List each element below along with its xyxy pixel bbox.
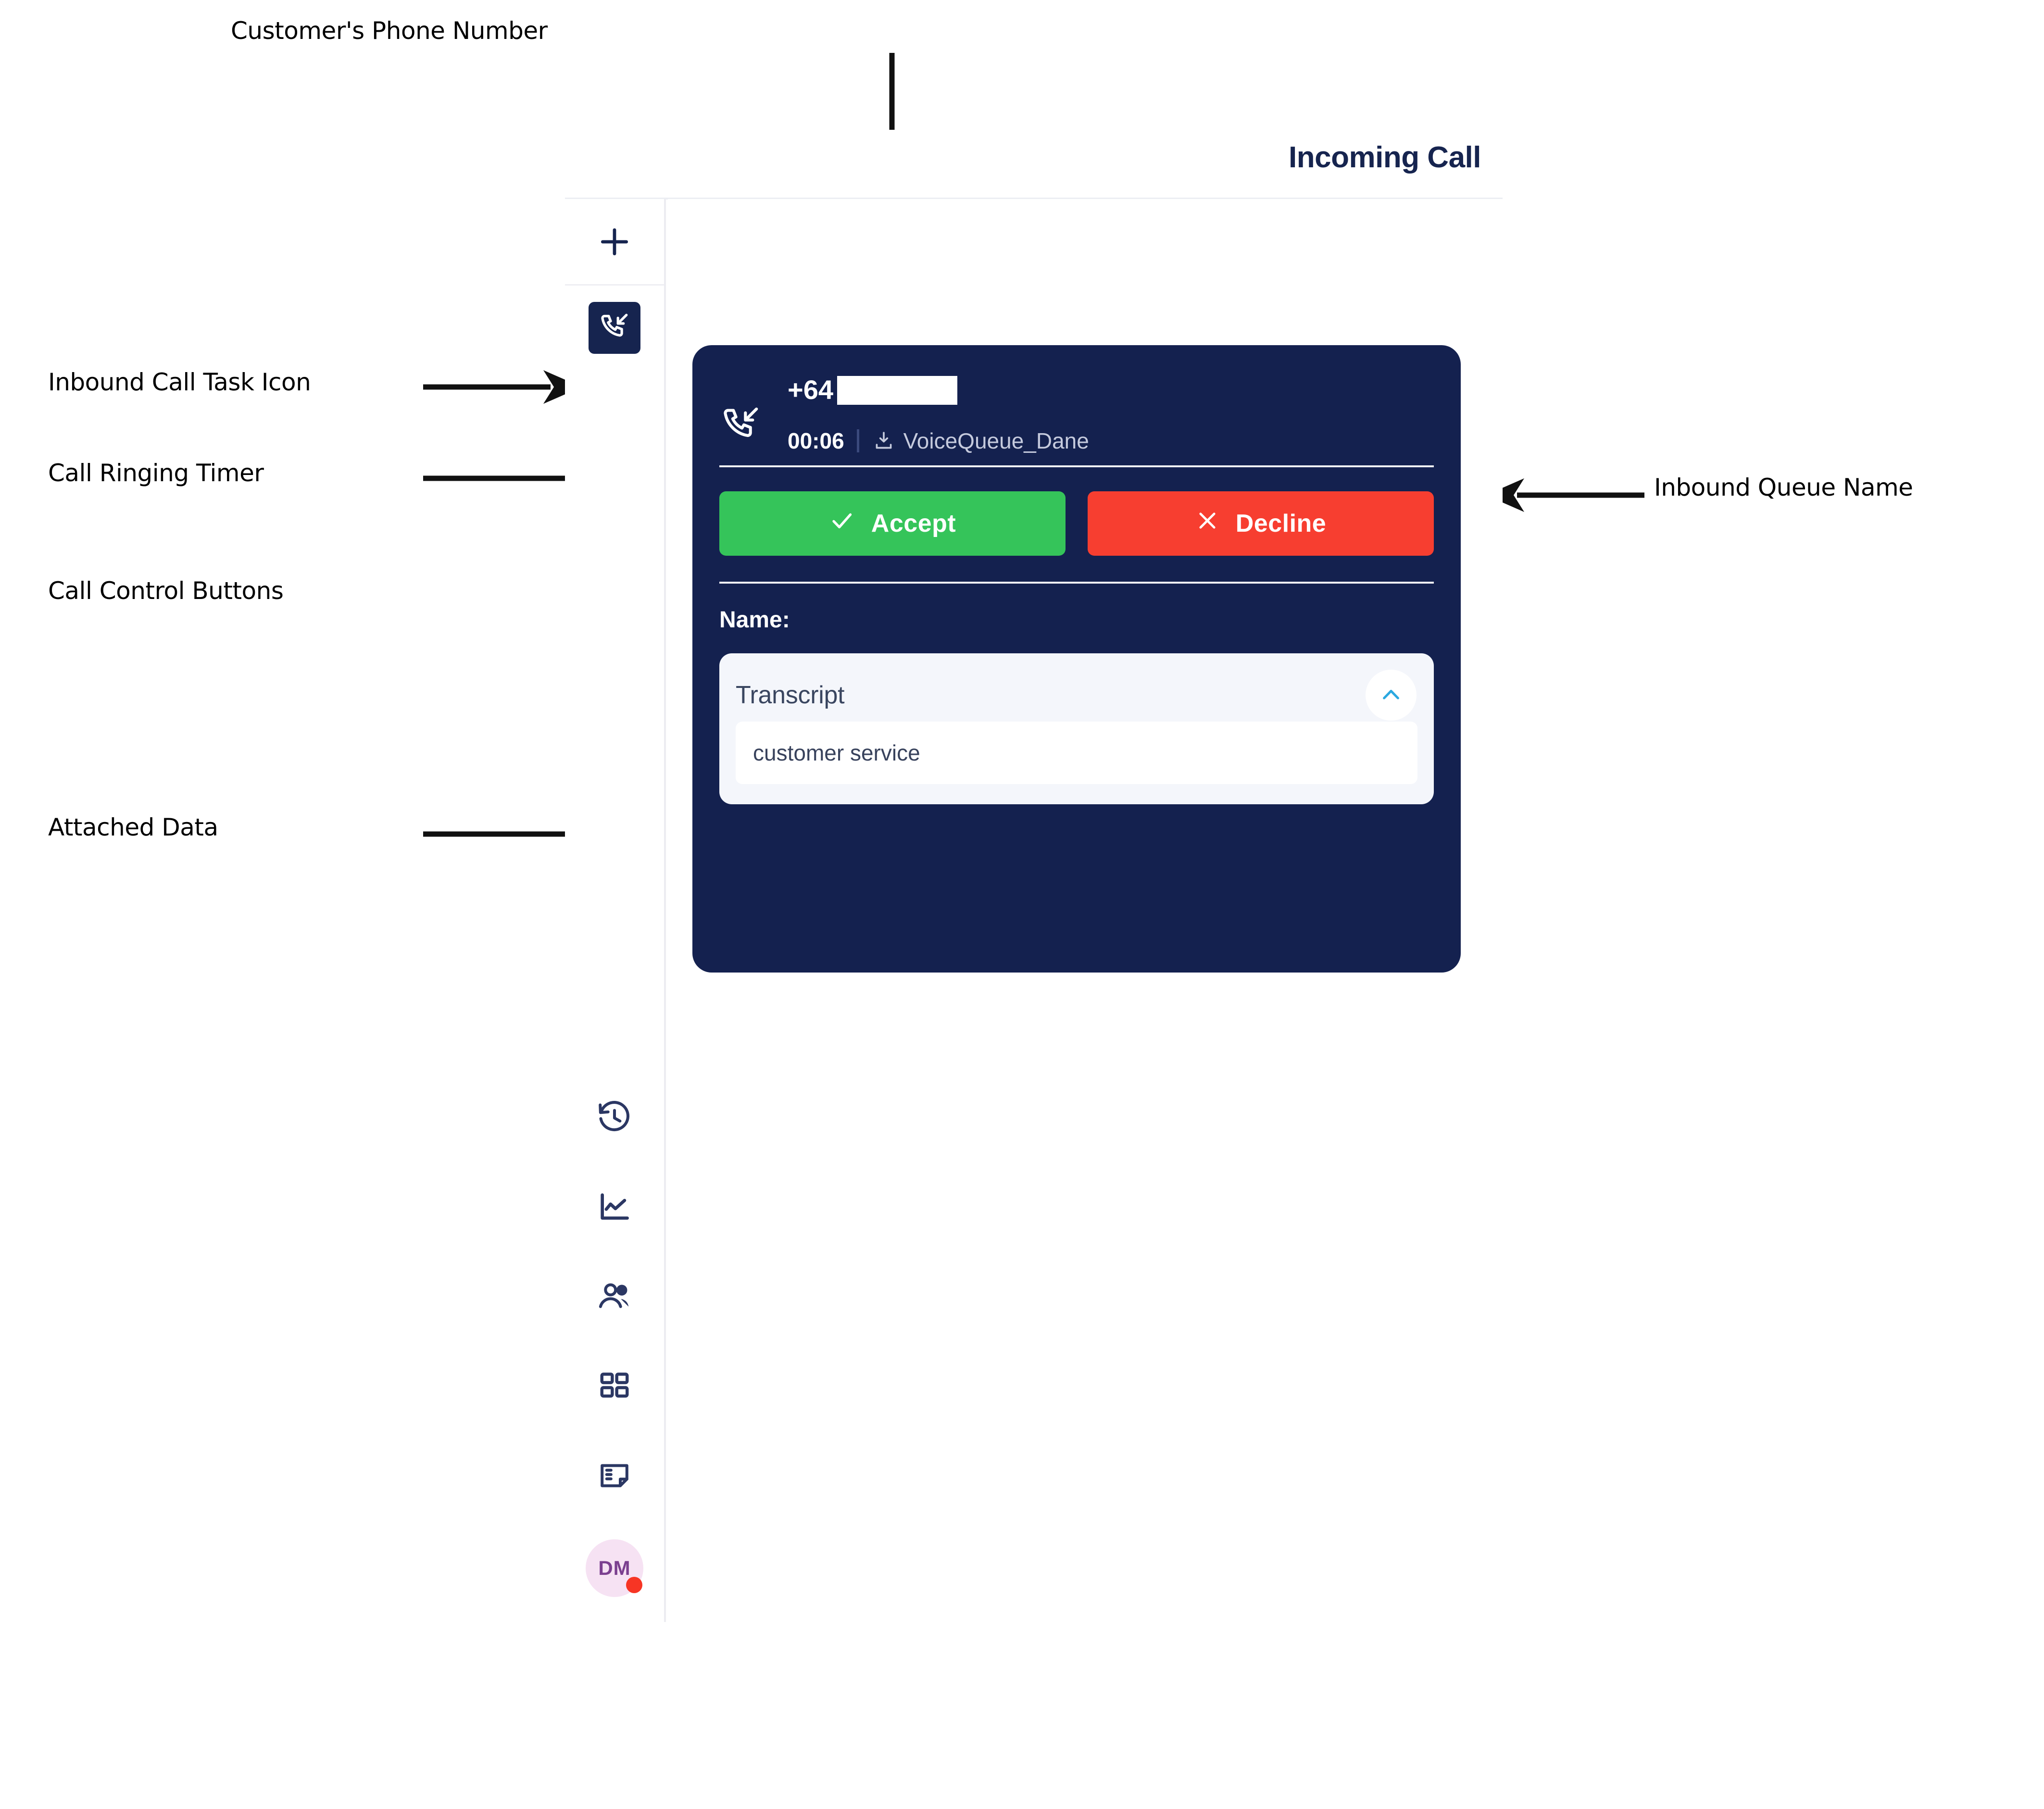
call-card-header: +64 00:06 VoiceQueue_Dane	[719, 345, 1434, 465]
history-icon	[596, 1099, 633, 1138]
customer-phone-number-row: +64	[788, 373, 1434, 414]
notes-icon	[597, 1458, 632, 1495]
sidebar: DM	[565, 199, 666, 1622]
annotation-label-ringing-timer: Call Ringing Timer	[48, 459, 264, 487]
annotation-label-phone-number: Customer's Phone Number	[231, 17, 548, 45]
check-icon	[829, 508, 855, 540]
inbound-queue-name: VoiceQueue_Dane	[903, 428, 1089, 453]
call-control-buttons: Accept Decline	[719, 467, 1434, 582]
annotation-label-control-buttons: Call Control Buttons	[48, 577, 284, 605]
accept-button[interactable]: Accept	[719, 491, 1066, 556]
call-meta-row: 00:06 VoiceQueue_Dane	[788, 426, 1434, 456]
call-ringing-timer: 00:06	[788, 428, 844, 453]
x-icon	[1195, 509, 1219, 539]
sidebar-item-contacts[interactable]	[588, 1271, 641, 1324]
sidebar-item-history[interactable]	[588, 1092, 641, 1145]
analytics-chart-icon	[596, 1189, 633, 1228]
incoming-call-card: +64 00:06 VoiceQueue_Dane	[692, 345, 1461, 973]
sidebar-item-notes[interactable]	[588, 1450, 641, 1503]
annotation-label-attached-data: Attached Data	[48, 813, 218, 841]
inbound-call-icon	[720, 404, 762, 445]
meta-divider	[856, 429, 859, 452]
contacts-people-icon	[596, 1278, 633, 1317]
page-title: Incoming Call	[1289, 141, 1481, 174]
attached-data-title: Transcript	[736, 681, 845, 709]
accept-button-label: Accept	[871, 510, 956, 537]
sidebar-item-inbound-call-task[interactable]	[589, 302, 640, 354]
decline-button[interactable]: Decline	[1088, 491, 1434, 556]
plus-icon	[597, 224, 632, 260]
attached-data-panel: Transcript customer service	[719, 653, 1434, 804]
queue-download-icon	[873, 430, 895, 452]
chevron-up-icon	[1378, 682, 1404, 709]
annotation-label-task-icon: Inbound Call Task Icon	[48, 368, 311, 396]
sidebar-item-apps[interactable]	[588, 1360, 641, 1413]
avatar-wrapper[interactable]: DM	[586, 1539, 643, 1597]
card-divider-bottom	[719, 582, 1434, 584]
add-task-button[interactable]	[565, 199, 664, 286]
annotation-arrow-queue-name	[1486, 478, 1644, 512]
annotation-label-queue-name: Inbound Queue Name	[1654, 474, 1913, 501]
decline-button-label: Decline	[1235, 510, 1327, 537]
inbound-call-icon	[599, 311, 630, 345]
apps-grid-icon	[598, 1369, 631, 1405]
card-divider-top	[719, 465, 1434, 467]
sidebar-item-analytics[interactable]	[588, 1182, 641, 1235]
attached-data-header: Transcript	[736, 669, 1417, 722]
phone-number-redaction-box	[837, 376, 957, 405]
contact-name-label: Name:	[719, 607, 790, 633]
app-header: Incoming Call	[565, 130, 1503, 200]
status-badge	[626, 1577, 642, 1593]
attached-data-value: customer service	[736, 722, 1417, 784]
annotation-arrow-task-icon	[423, 370, 582, 404]
attached-data-collapse-button[interactable]	[1366, 670, 1417, 721]
customer-phone-number: +64	[788, 374, 833, 405]
